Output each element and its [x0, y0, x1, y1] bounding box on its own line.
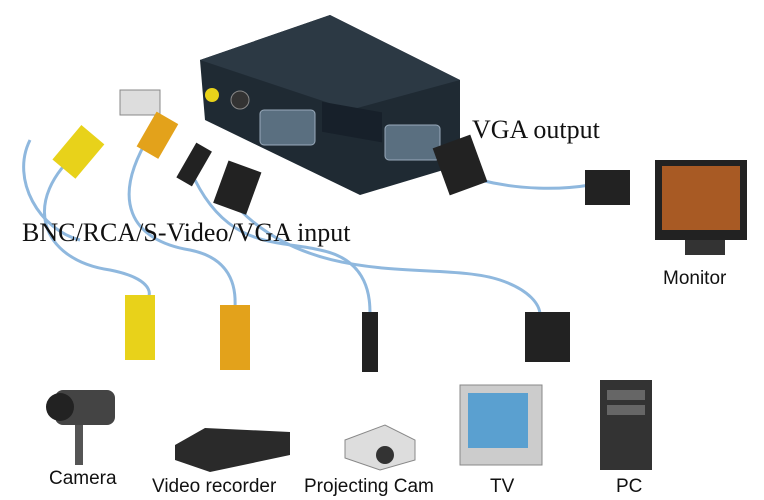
rca-plug	[220, 305, 250, 370]
vga-plug	[525, 312, 570, 362]
cables	[22, 134, 591, 316]
device-label-pc: PC	[616, 476, 643, 497]
cable-vga-out	[479, 178, 591, 190]
svideo-port	[230, 90, 250, 110]
projector-icon	[344, 424, 416, 471]
vga-output-label: VGA output	[472, 115, 600, 144]
rca-plug-top	[136, 111, 179, 159]
bnc-plug-top	[52, 125, 105, 179]
video-recorder-icon	[175, 428, 290, 472]
vga-out-plug	[432, 134, 488, 196]
connectors	[52, 89, 630, 372]
input-label: BNC/RCA/S-Video/VGA input	[22, 218, 351, 247]
cable-vga-in	[238, 208, 542, 316]
bnc-plug	[125, 295, 155, 360]
vga-in-port	[259, 109, 316, 146]
device-label-camera: Camera	[49, 468, 117, 489]
monitor-label: Monitor	[663, 268, 727, 289]
monitor-icon	[655, 160, 747, 255]
cable-rca	[127, 134, 237, 311]
rca-adapter	[119, 89, 161, 116]
vent-grille	[322, 101, 382, 143]
pc-icon	[600, 380, 652, 470]
device-label-video-recorder: Video recorder	[152, 476, 277, 497]
converter-box	[200, 15, 460, 195]
vga-out-port	[384, 124, 441, 161]
device-label-projecting-cam: Projecting Cam	[304, 476, 434, 497]
device-label-tv: TV	[490, 476, 515, 497]
cable-extra	[22, 139, 81, 242]
camera-icon	[46, 390, 115, 465]
tv-icon	[459, 384, 543, 466]
svideo-plug	[362, 312, 378, 372]
rca-port	[205, 88, 219, 102]
vga-monitor-plug	[585, 170, 630, 205]
cable-svideo	[193, 179, 372, 316]
vga-plug-top	[213, 160, 262, 215]
svideo-plug-top	[176, 142, 212, 187]
cable-bnc	[42, 148, 151, 302]
